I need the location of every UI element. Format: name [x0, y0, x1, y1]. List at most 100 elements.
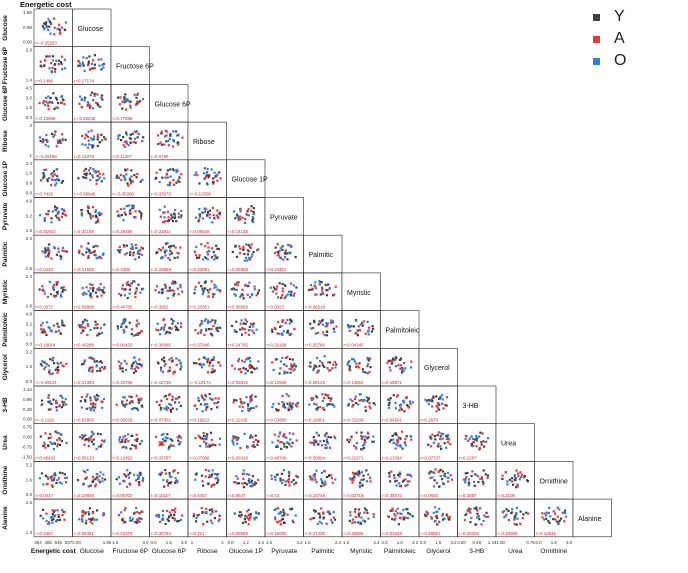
scatter-point — [248, 408, 252, 411]
scatter-point — [87, 513, 91, 516]
row-label: Ornithine — [2, 465, 9, 494]
scatter-point — [231, 440, 235, 443]
scatter-point — [208, 209, 211, 212]
scatter-point — [63, 324, 66, 327]
scatter-point — [202, 523, 205, 526]
scatter-point — [326, 330, 329, 333]
x-variable-label: Glucose — [80, 548, 105, 555]
scatter-point — [61, 400, 64, 403]
scatter-point — [218, 361, 221, 364]
scatter-point — [501, 474, 504, 477]
scatter-point — [388, 515, 391, 518]
y-tick-label: 0.0 — [26, 191, 33, 196]
scatter-point — [173, 292, 176, 295]
scatter-point — [325, 446, 328, 449]
scatter-point — [49, 436, 52, 439]
correlation-label: r=0.07302 — [151, 418, 171, 423]
scatter-point — [42, 508, 45, 511]
correlation-label: r=0.09698 — [228, 531, 248, 536]
scatter-point — [161, 176, 164, 179]
scatter-point — [134, 521, 137, 524]
scatter-point — [129, 447, 132, 450]
y-tick-label: 0.00 — [23, 435, 32, 440]
scatter-point — [285, 436, 288, 439]
scatter-point — [427, 403, 430, 406]
scatter-point — [96, 170, 99, 173]
scatter-point — [403, 362, 406, 365]
scatter-point — [122, 403, 125, 407]
scatter-point — [520, 473, 524, 476]
scatter-point — [193, 292, 196, 295]
scatter-point — [85, 407, 88, 410]
scatter-point — [446, 471, 450, 474]
scatter-point — [485, 511, 488, 514]
scatter-point — [367, 333, 370, 336]
scatter-point — [235, 213, 239, 216]
scatter-point — [179, 246, 182, 249]
scatter-point — [213, 217, 216, 220]
scatter-point — [124, 213, 127, 216]
scatter-point — [286, 293, 289, 296]
scatter-point — [140, 214, 143, 218]
scatter-point — [121, 517, 124, 520]
scatter-point — [169, 443, 172, 446]
scatter-point — [216, 216, 219, 219]
scatter-point — [391, 509, 394, 512]
scatter-point — [351, 357, 354, 361]
scatter-point — [246, 248, 249, 251]
scatter-point — [92, 438, 95, 441]
scatter-point — [46, 140, 49, 143]
scatter-point — [276, 473, 279, 476]
scatter-point — [439, 475, 442, 478]
scatter-point — [42, 445, 45, 448]
scatter-point — [362, 370, 365, 373]
scatter-point — [82, 469, 85, 473]
y-tick-label: 1.6 — [26, 171, 33, 176]
scatter-point — [213, 517, 216, 520]
scatter-point — [46, 476, 49, 479]
scatter-point — [87, 438, 90, 441]
scatter-point — [80, 406, 83, 409]
scatter-point — [291, 519, 294, 522]
correlation-label: r=0.46749 — [267, 455, 287, 460]
scatter-point — [176, 287, 179, 290]
scatter-point — [318, 520, 321, 523]
scatter-point — [525, 511, 528, 514]
x-tick-label: 1.5 — [166, 540, 173, 545]
scatter-point — [369, 366, 372, 369]
scatter-point — [320, 507, 323, 510]
scatter-point — [44, 255, 47, 258]
scatter-point — [119, 441, 122, 444]
scatter-point — [204, 408, 207, 411]
scatter-point — [360, 431, 363, 434]
scatter-point — [102, 252, 105, 255]
scatter-point — [316, 406, 319, 409]
scatter-point — [211, 364, 215, 367]
scatter-point — [93, 92, 96, 95]
scatter-point — [49, 441, 52, 444]
scatter-point — [252, 406, 256, 409]
scatter-point — [193, 173, 196, 176]
scatter-point — [209, 397, 212, 400]
scatter-point — [126, 281, 129, 284]
scatter-point — [217, 520, 220, 523]
scatter-point — [399, 357, 403, 360]
scatter-point — [81, 437, 84, 440]
scatter-point — [210, 168, 213, 171]
scatter-point — [294, 514, 297, 517]
scatter-point — [43, 64, 46, 67]
scatter-point — [388, 471, 391, 474]
scatter-point — [159, 473, 162, 476]
scatter-point — [504, 471, 507, 474]
scatter-point — [173, 517, 176, 520]
scatter-point — [80, 212, 83, 215]
scatter-point — [91, 405, 94, 408]
scatter-point — [438, 507, 441, 510]
scatter-point — [505, 508, 508, 511]
scatter-point — [177, 328, 180, 332]
scatter-point — [181, 136, 184, 139]
scatter-point — [215, 257, 218, 260]
scatter-point — [199, 445, 202, 448]
scatter-point — [47, 210, 50, 213]
scatter-point — [155, 328, 158, 331]
